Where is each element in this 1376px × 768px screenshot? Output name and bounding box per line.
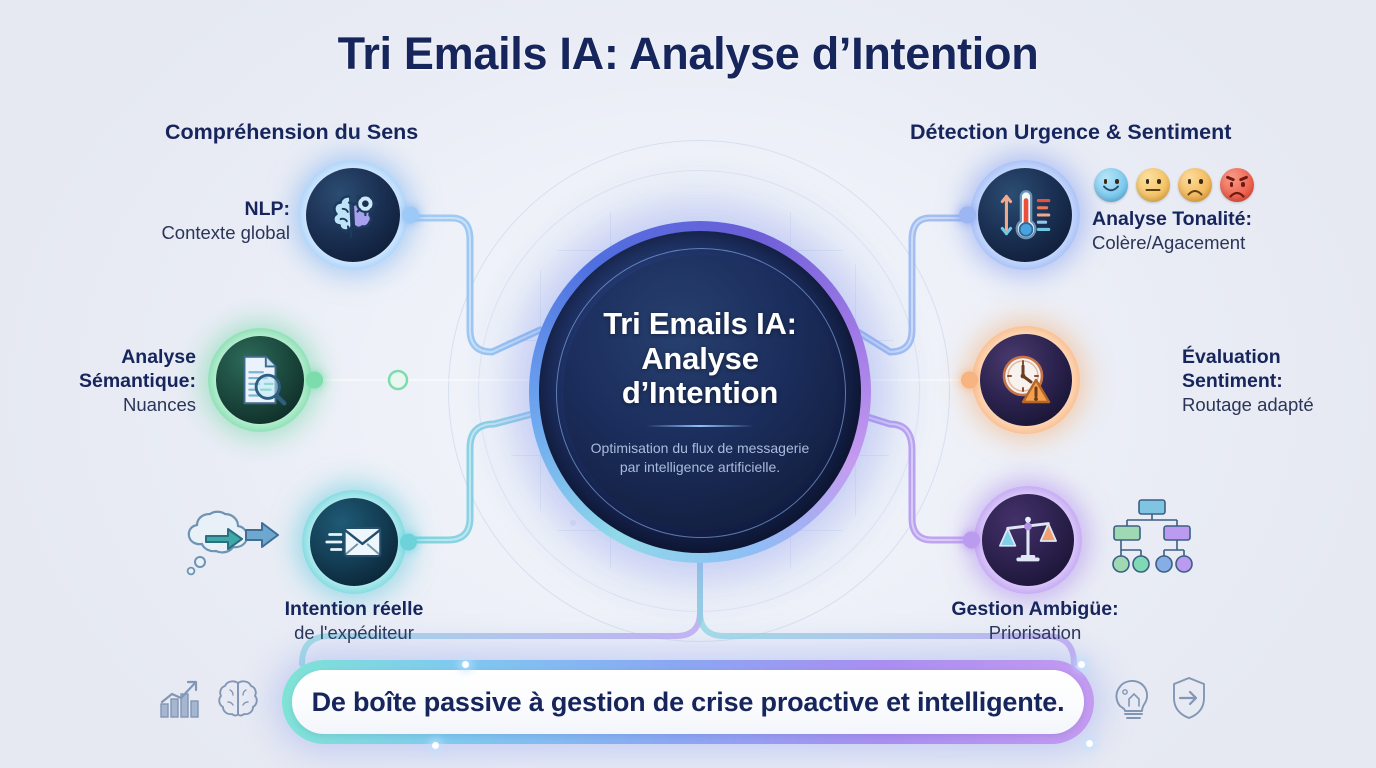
node-nlp-connector-nub <box>402 206 419 224</box>
node-tonalite[interactable] <box>959 160 1080 270</box>
node-intention-title: Intention réelle <box>284 598 424 620</box>
node-intention-connector-nub <box>400 533 417 551</box>
neutral-face-emoji <box>1136 168 1170 202</box>
node-tonalite-subtitle: Colère/Agacement <box>1092 231 1246 253</box>
node-semantique-subtitle: Nuances <box>122 393 196 415</box>
thermometer-gauge-icon <box>1000 190 1051 240</box>
node-semantique-label: Analyse Sémantique: Nuances <box>48 346 196 416</box>
deco-group-bottom-left <box>158 678 258 720</box>
banner-spark-bottom-right <box>1086 740 1093 747</box>
node-nlp-disc <box>306 168 400 262</box>
node-tonalite-disc <box>978 168 1072 262</box>
node-sentiment-label: Évaluation Sentiment: Routage adapté <box>1182 346 1376 416</box>
sentiment-emoji-row <box>1094 168 1254 202</box>
tagline-banner: De boîte passive à gestion de crise proa… <box>292 670 1084 734</box>
thought-bubble-arrow-icon <box>186 510 279 576</box>
node-semantique[interactable] <box>208 328 323 432</box>
hub-title-line-1: Tri Emails IA: <box>603 306 797 342</box>
column-header-right: Détection Urgence & Sentiment <box>910 120 1232 144</box>
shield-arrow-icon <box>1173 677 1205 719</box>
node-sentiment-title-line-1: Évaluation <box>1182 346 1281 368</box>
column-header-left: Compréhension du Sens <box>165 120 419 144</box>
banner-spark-bottom-left <box>432 742 439 749</box>
node-ambigue-connector-nub <box>963 531 980 549</box>
node-semantique-title-line-1: Analyse <box>121 346 196 368</box>
banner-spark-left <box>462 661 469 668</box>
node-ambigue-title: Gestion Ambigüe: <box>951 598 1119 620</box>
node-ambigue[interactable] <box>963 486 1082 594</box>
node-semantique-title-line-2: Sémantique: <box>78 369 196 392</box>
node-sentiment-disc <box>980 334 1072 426</box>
node-nlp-label: NLP: Contexte global <box>118 198 290 244</box>
growth-chart-icon <box>160 680 199 718</box>
node-sentiment-subtitle: Routage adapté <box>1182 393 1314 415</box>
page-title: Tri Emails IA: Analyse d’Intention <box>337 28 1039 79</box>
org-chart-icon <box>1112 499 1193 573</box>
node-sentiment-connector-nub <box>961 371 978 389</box>
hub-divider <box>646 425 754 428</box>
node-sentiment-title-line-2: Sentiment: <box>1182 369 1283 392</box>
node-intention-disc <box>310 498 398 586</box>
hub-title-line-3: d’Intention <box>621 375 779 411</box>
hub-subtitle: Optimisation du flux de messagerie par i… <box>590 440 810 476</box>
node-sentiment[interactable] <box>961 326 1080 434</box>
angry-face-emoji <box>1220 168 1254 202</box>
node-nlp-title: NLP: <box>244 198 291 220</box>
sad-face-emoji <box>1178 168 1212 202</box>
node-ambigue-disc <box>982 494 1074 586</box>
hub-title-line-2: Analyse <box>641 340 759 376</box>
hub-inner-outline <box>556 248 846 538</box>
node-tonalite-label: Analyse Tonalité: Colère/Agacement <box>1092 208 1342 254</box>
node-semantique-disc <box>216 336 304 424</box>
brain-outline-icon <box>218 680 258 717</box>
node-tonalite-title: Analyse Tonalité: <box>1092 208 1253 230</box>
document-magnifier-icon <box>243 355 287 406</box>
happy-face-emoji <box>1094 168 1128 202</box>
node-intention-label: Intention réelle de l'expéditeur <box>234 598 474 644</box>
node-ambigue-label: Gestion Ambigüe: Priorisation <box>920 598 1150 644</box>
node-intention-subtitle: de l'expéditeur <box>294 621 414 643</box>
decorative-ring-outer <box>448 140 950 642</box>
banner-spark-right <box>1078 661 1085 668</box>
node-semantique-connector-nub <box>306 371 323 389</box>
node-nlp[interactable] <box>298 160 419 270</box>
envelope-speed-icon <box>325 526 382 558</box>
hub-core: Tri Emails IA: Analyse d’Intention Optim… <box>563 255 837 529</box>
deco-group-bottom-right <box>1112 676 1208 720</box>
node-nlp-subtitle: Contexte global <box>161 221 290 243</box>
node-intention[interactable] <box>302 490 417 594</box>
tagline-text: De boîte passive à gestion de crise proa… <box>311 686 1065 717</box>
brain-gear-icon <box>332 191 378 238</box>
node-tonalite-connector-nub <box>959 206 976 224</box>
clock-warning-icon <box>1002 355 1051 404</box>
balance-scales-icon <box>999 516 1057 562</box>
lightbulb-head-icon <box>1115 680 1148 719</box>
node-ambigue-subtitle: Priorisation <box>988 621 1082 643</box>
